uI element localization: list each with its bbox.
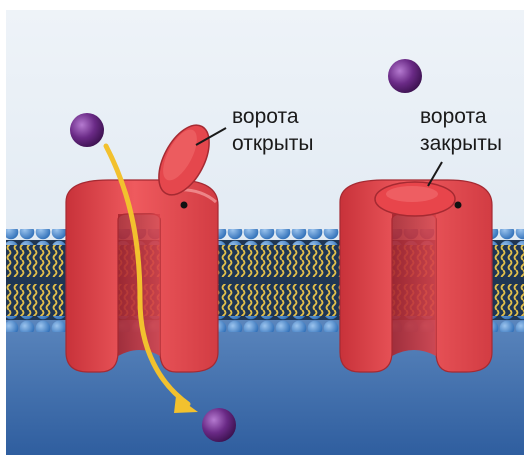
closed-gate-label-line2: закрыты [420,131,502,157]
gate-lid-closed-shine [386,186,438,202]
open-gate-label-line2: открыты [232,131,314,157]
gate-hinge-dot [181,202,188,209]
ion-particle-top-right [388,59,422,93]
closed-gate-dot [455,202,462,209]
closed-gate-label-line1: ворота [420,104,487,130]
open-gate-label-line1: ворота [232,104,299,130]
ion-channel-closed [340,180,492,372]
ion-particle-bottom [202,408,236,442]
channel-right-pore [392,214,436,356]
ion-particle-top-left [70,113,104,147]
